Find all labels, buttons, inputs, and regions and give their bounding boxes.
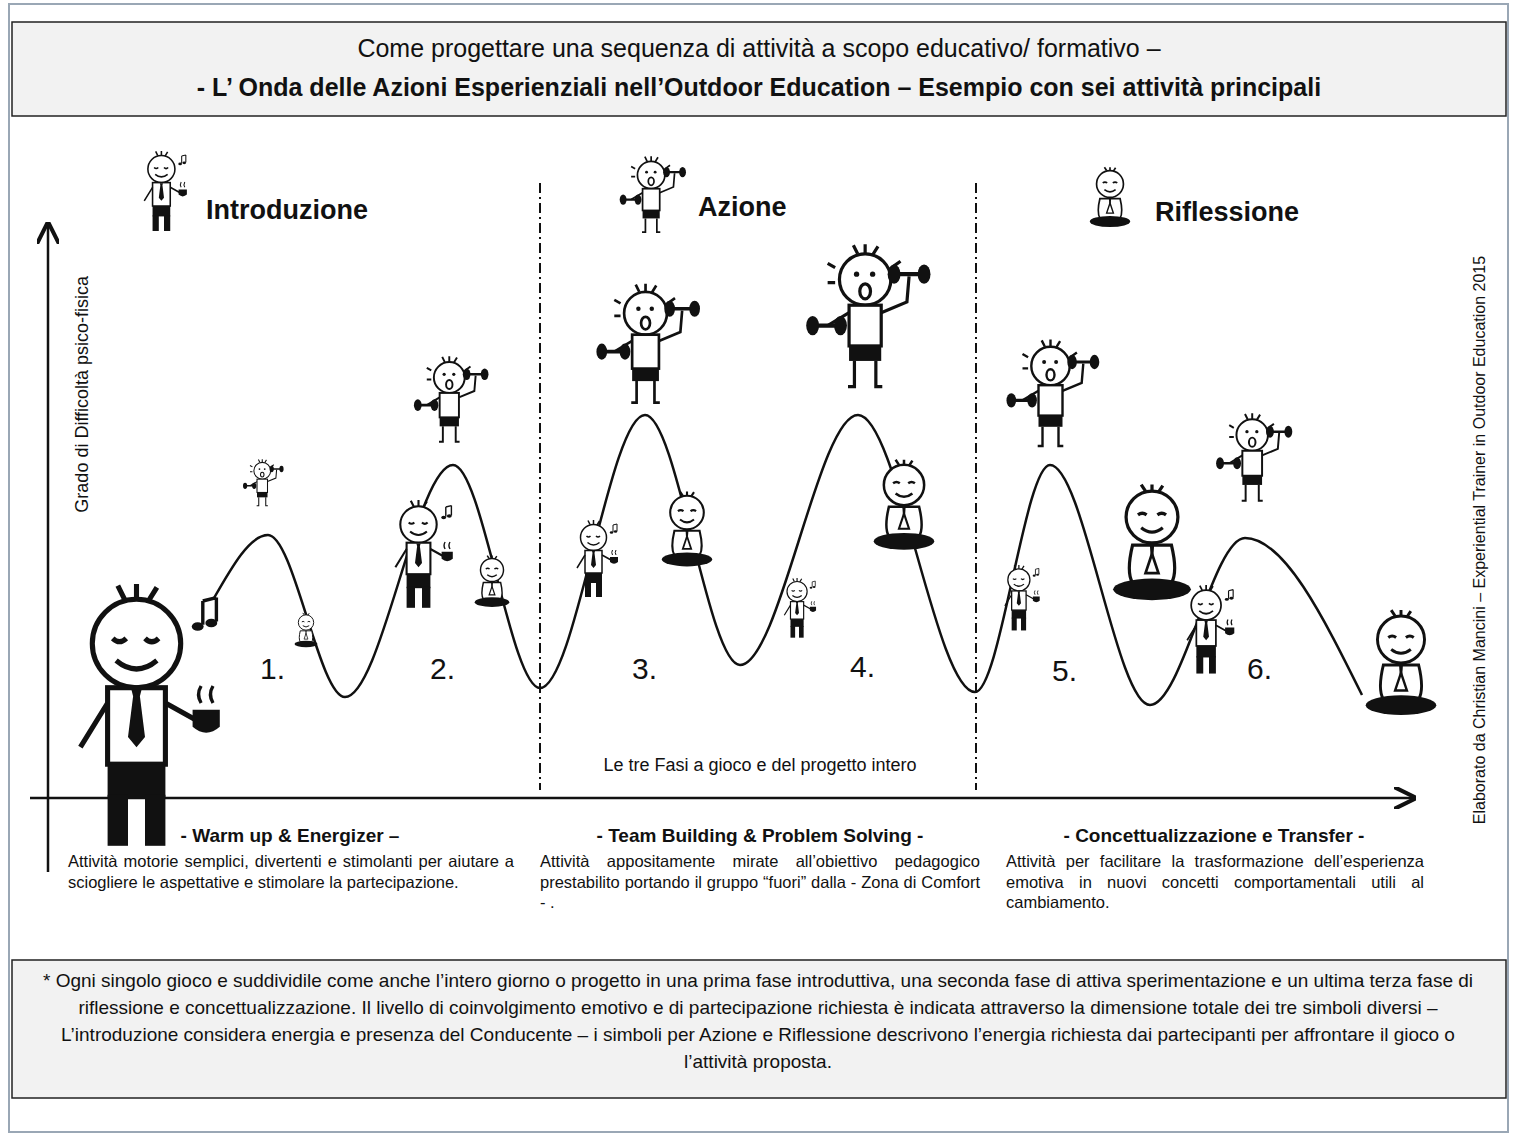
callout-number: 6. bbox=[1247, 650, 1297, 688]
drawing-part bbox=[47, 224, 50, 872]
callout-number: 3. bbox=[632, 650, 682, 688]
drawing-part bbox=[475, 556, 510, 607]
drawing-part bbox=[80, 584, 219, 846]
credit-note: Elaborato da Christian Mancini – Experie… bbox=[1470, 190, 1490, 890]
drawing-part bbox=[539, 183, 541, 790]
drawing-part bbox=[294, 613, 317, 647]
phase-heading: Introduzione bbox=[206, 194, 426, 228]
phase-heading: Riflessione bbox=[1155, 196, 1375, 230]
drawing-part bbox=[577, 520, 618, 597]
drawing-part bbox=[620, 156, 686, 232]
drawing-part bbox=[975, 183, 977, 790]
section-heading: - Concettualizzazione e Transfer - bbox=[1003, 824, 1425, 848]
diagram-title: Come progettare una sequenza di attività… bbox=[14, 33, 1504, 64]
axis-label: Grado di Difficoltà psico-fisica bbox=[71, 224, 94, 564]
drawing-part bbox=[874, 460, 934, 550]
callout-number: 1. bbox=[260, 650, 310, 688]
caption-text: * Ogni singolo gioco e suddividile come … bbox=[36, 968, 1480, 1076]
drawing-part bbox=[1366, 610, 1437, 715]
drawing-part bbox=[144, 151, 187, 231]
drawing-part bbox=[662, 492, 712, 567]
drawing-part bbox=[30, 797, 1414, 800]
drawing-part bbox=[596, 284, 700, 403]
phase-heading: Azione bbox=[698, 191, 858, 225]
drawing-part bbox=[243, 459, 284, 506]
drawing-part bbox=[1007, 340, 1100, 446]
section-text: Attività motorie semplici, divertenti e … bbox=[68, 851, 514, 892]
section-heading: - Warm up & Energizer – bbox=[60, 824, 520, 848]
subtitle: - L’ Onda delle Azioni Esperienziali nel… bbox=[14, 72, 1504, 103]
drawing-part bbox=[414, 356, 489, 442]
callout-number: 5. bbox=[1052, 652, 1102, 690]
drawing-part bbox=[214, 415, 1362, 705]
axis-note: Le tre Fasi a gioco e del progetto inter… bbox=[546, 754, 974, 777]
callout-number: 2. bbox=[430, 650, 480, 688]
drawing-part bbox=[1005, 565, 1040, 630]
drawing-part bbox=[395, 500, 452, 608]
drawing-part bbox=[1187, 585, 1234, 674]
section-text: Attività per facilitare la trasformazion… bbox=[1006, 851, 1424, 913]
callout-number: 4. bbox=[850, 648, 900, 686]
drawing-part bbox=[9, 4, 1508, 1132]
section-heading: - Team Building & Problem Solving - bbox=[540, 824, 980, 848]
drawing-part bbox=[1216, 413, 1292, 500]
drawing-part bbox=[1113, 485, 1191, 601]
drawing-part bbox=[1090, 167, 1130, 227]
drawing-part bbox=[784, 578, 816, 638]
section-text: Attività appositamente mirate all’obiett… bbox=[540, 851, 980, 913]
drawing-part bbox=[806, 244, 930, 387]
drawing-part bbox=[12, 960, 1506, 1098]
drawing-part bbox=[12, 22, 1506, 116]
